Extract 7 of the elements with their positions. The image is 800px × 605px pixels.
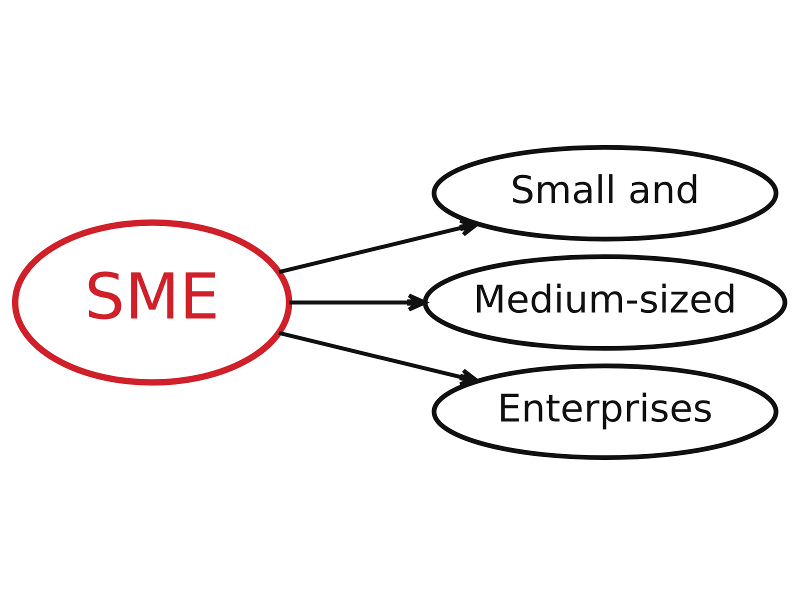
node-ellipse: SME <box>12 219 292 386</box>
arrow <box>278 331 480 386</box>
node-ellipse: Small and <box>432 144 778 242</box>
node-ellipse: Enterprises <box>432 363 778 460</box>
arrow <box>289 293 427 312</box>
arrow <box>278 218 480 274</box>
node-ellipse: Medium-sized <box>422 254 788 351</box>
